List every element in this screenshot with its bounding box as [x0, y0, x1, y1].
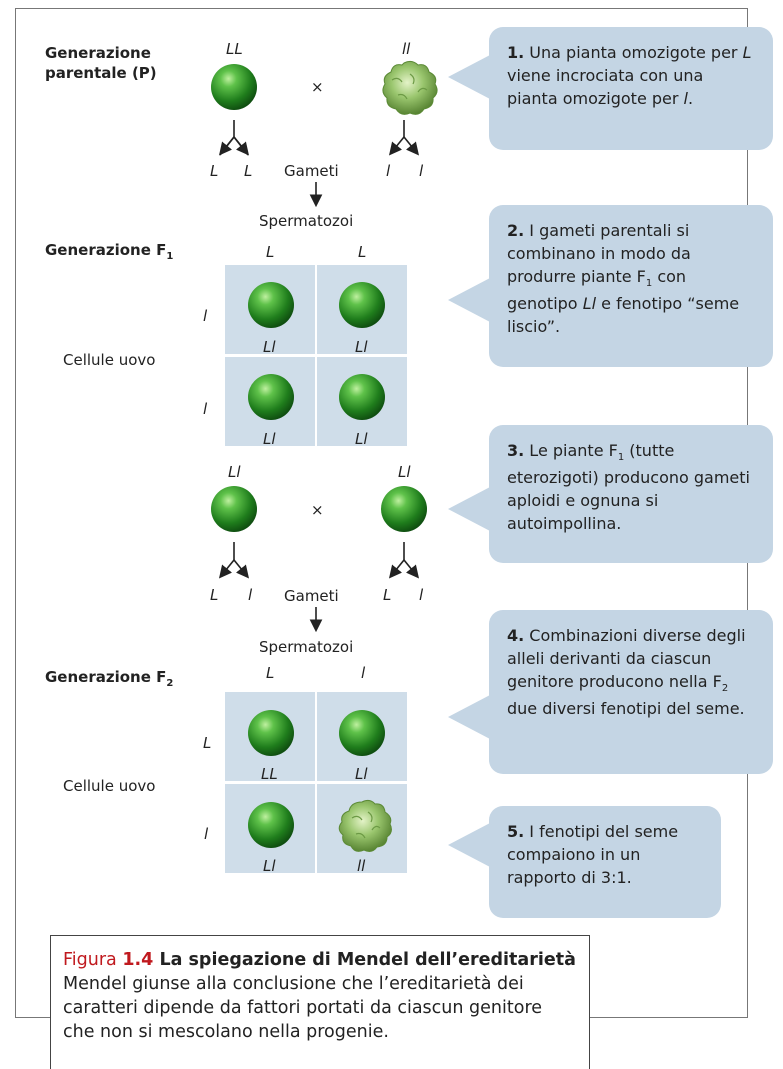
seed-f1-cell-2	[339, 282, 385, 328]
f2-cell-genotype-4: ll	[357, 857, 366, 875]
caption-title: Figura 1.4 La spiegazione di Mendel dell…	[63, 950, 576, 970]
callout-step-2: 2. I gameti parentali si combinano in mo…	[489, 205, 773, 367]
f1-right-genotype: Ll	[398, 463, 411, 481]
sperm-label-f1: Spermatozoi	[259, 212, 354, 230]
caption-body: Mendel giunse alla conclusione che l’ere…	[63, 974, 543, 1043]
f2-cell-genotype-1: LL	[261, 765, 278, 783]
f1-gamete-left-1: L	[210, 586, 219, 604]
f1-egg-allele-1: l	[203, 307, 208, 325]
parent-right-genotype: ll	[402, 40, 411, 58]
seed-f1-cell-3	[248, 374, 294, 420]
f2-egg-allele-1: L	[203, 734, 212, 752]
callout-step-1: 1. Una pianta omozigote per L viene incr…	[489, 27, 773, 150]
f1-sperm-allele-2: L	[358, 243, 367, 261]
seed-round-f1-left	[211, 486, 257, 532]
seed-f2-cell-1	[248, 710, 294, 756]
egg-label-f2: Cellule uovo	[63, 777, 156, 795]
seed-wrinkled-ll	[382, 60, 438, 115]
egg-label-f1: Cellule uovo	[63, 351, 156, 369]
f1-sperm-allele-1: L	[266, 243, 275, 261]
callout-4-pointer	[448, 695, 490, 739]
f2-egg-allele-2: l	[204, 825, 209, 843]
callout-2-pointer	[448, 278, 490, 322]
figure-caption: Figura 1.4 La spiegazione di Mendel dell…	[50, 935, 590, 1069]
callout-3-pointer	[448, 487, 490, 531]
seed-f2-cell-3	[248, 802, 294, 848]
sperm-label-f2: Spermatozoi	[259, 638, 354, 656]
seed-f2-cell-4-wrinkled	[338, 799, 392, 852]
gamete-L-1: L	[210, 162, 219, 180]
cross-symbol-2: ×	[311, 501, 324, 519]
gamete-l-2: l	[419, 162, 424, 180]
branch-arrows-left-f1	[218, 542, 250, 579]
parent-left-genotype: LL	[226, 40, 243, 58]
callout-step-5: 5. I fenotipi del seme compaiono in un r…	[489, 806, 721, 918]
branch-arrows-right	[388, 120, 420, 156]
f2-sperm-allele-1: L	[266, 664, 275, 682]
f1-egg-allele-2: l	[203, 400, 208, 418]
parental-label: Generazione parentale (P)	[45, 44, 157, 82]
seed-f1-cell-4	[339, 374, 385, 420]
gametes-label-1: Gameti	[284, 162, 339, 180]
f2-sperm-allele-2: l	[361, 664, 366, 682]
f1-cell-genotype-1: Ll	[263, 338, 276, 356]
seed-round-f1-right	[381, 486, 427, 532]
f1-cell-genotype-4: Ll	[355, 430, 368, 448]
f1-gamete-left-2: l	[248, 586, 253, 604]
f2-cell-genotype-2: Ll	[355, 765, 368, 783]
f1-cell-genotype-2: Ll	[355, 338, 368, 356]
callout-1-pointer	[448, 55, 490, 99]
f1-gamete-right-1: L	[383, 586, 392, 604]
f2-label: Generazione F2	[45, 668, 174, 689]
callout-step-3: 3. Le piante F1 (tutte eterozigoti) prod…	[489, 425, 773, 563]
gamete-l-1: l	[386, 162, 391, 180]
branch-arrows-right-f1	[388, 542, 420, 579]
callout-5-pointer	[448, 823, 490, 867]
f1-left-genotype: Ll	[228, 463, 241, 481]
seed-round-LL	[211, 64, 257, 110]
gamete-L-2: L	[244, 162, 253, 180]
f1-label: Generazione F1	[45, 241, 174, 262]
callout-step-4: 4. Combinazioni diverse degli alleli der…	[489, 610, 773, 774]
seed-f1-cell-1	[248, 282, 294, 328]
f1-gamete-right-2: l	[419, 586, 424, 604]
branch-arrows-left	[218, 120, 250, 156]
f1-cell-genotype-3: Ll	[263, 430, 276, 448]
seed-f2-cell-2	[339, 710, 385, 756]
f2-cell-genotype-3: Ll	[263, 857, 276, 875]
cross-symbol-1: ×	[311, 78, 324, 96]
gametes-label-2: Gameti	[284, 587, 339, 605]
